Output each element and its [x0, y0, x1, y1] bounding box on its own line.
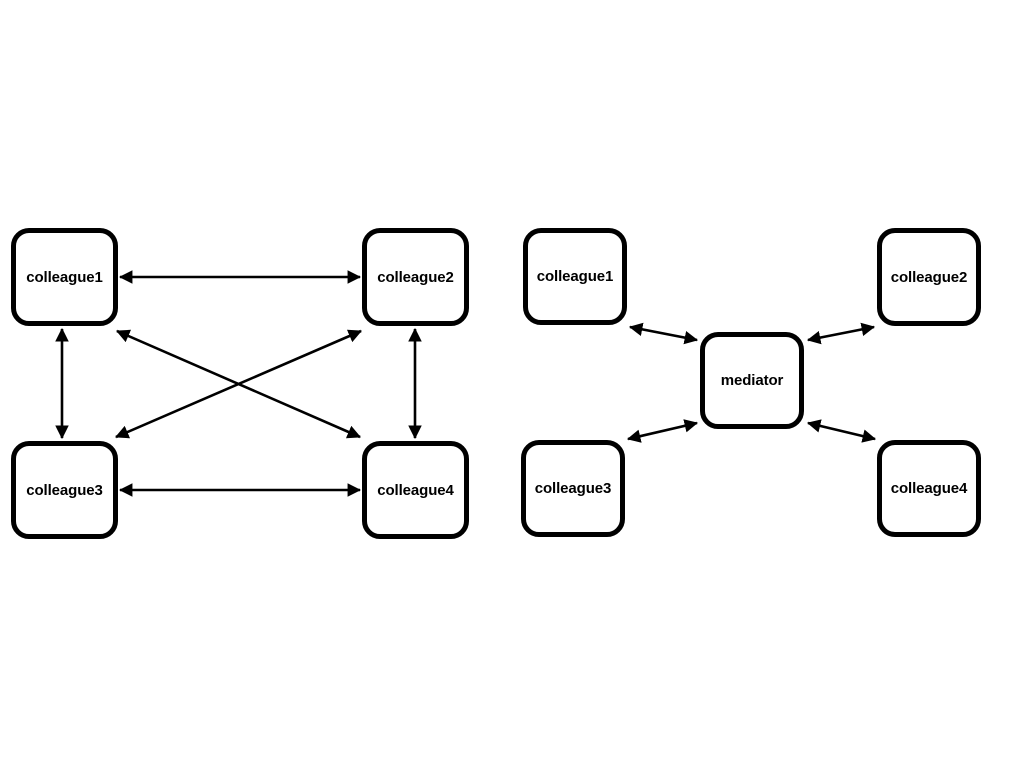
node-with-mediator-colleague4[interactable]: colleague4 — [877, 440, 981, 537]
edge-r1-rm — [628, 322, 699, 345]
node-without-mediator-colleague1[interactable]: colleague1 — [11, 228, 118, 326]
node-label: colleague1 — [536, 268, 614, 285]
node-label: colleague4 — [890, 480, 968, 497]
node-without-mediator-colleague3[interactable]: colleague3 — [11, 441, 118, 539]
edge-r3-rm — [626, 419, 699, 443]
node-without-mediator-colleague2[interactable]: colleague2 — [362, 228, 469, 326]
node-with-mediator-colleague1[interactable]: colleague1 — [523, 228, 627, 325]
node-with-mediator-mediator[interactable]: mediator — [700, 332, 804, 429]
edge-l2-l3 — [115, 329, 362, 439]
edge-rm-r4 — [806, 419, 877, 443]
node-label: colleague3 — [534, 480, 612, 497]
node-with-mediator-colleague2[interactable]: colleague2 — [877, 228, 981, 326]
node-label: colleague4 — [377, 481, 454, 499]
node-label: colleague2 — [377, 268, 454, 286]
node-label: colleague1 — [26, 268, 103, 286]
edge-rm-r2 — [806, 322, 876, 345]
edge-l1-l4 — [116, 329, 361, 439]
node-without-mediator-colleague4[interactable]: colleague4 — [362, 441, 469, 539]
node-label: colleague2 — [890, 268, 968, 286]
node-label: mediator — [720, 372, 784, 389]
node-label: colleague3 — [26, 481, 103, 499]
node-with-mediator-colleague3[interactable]: colleague3 — [521, 440, 625, 537]
